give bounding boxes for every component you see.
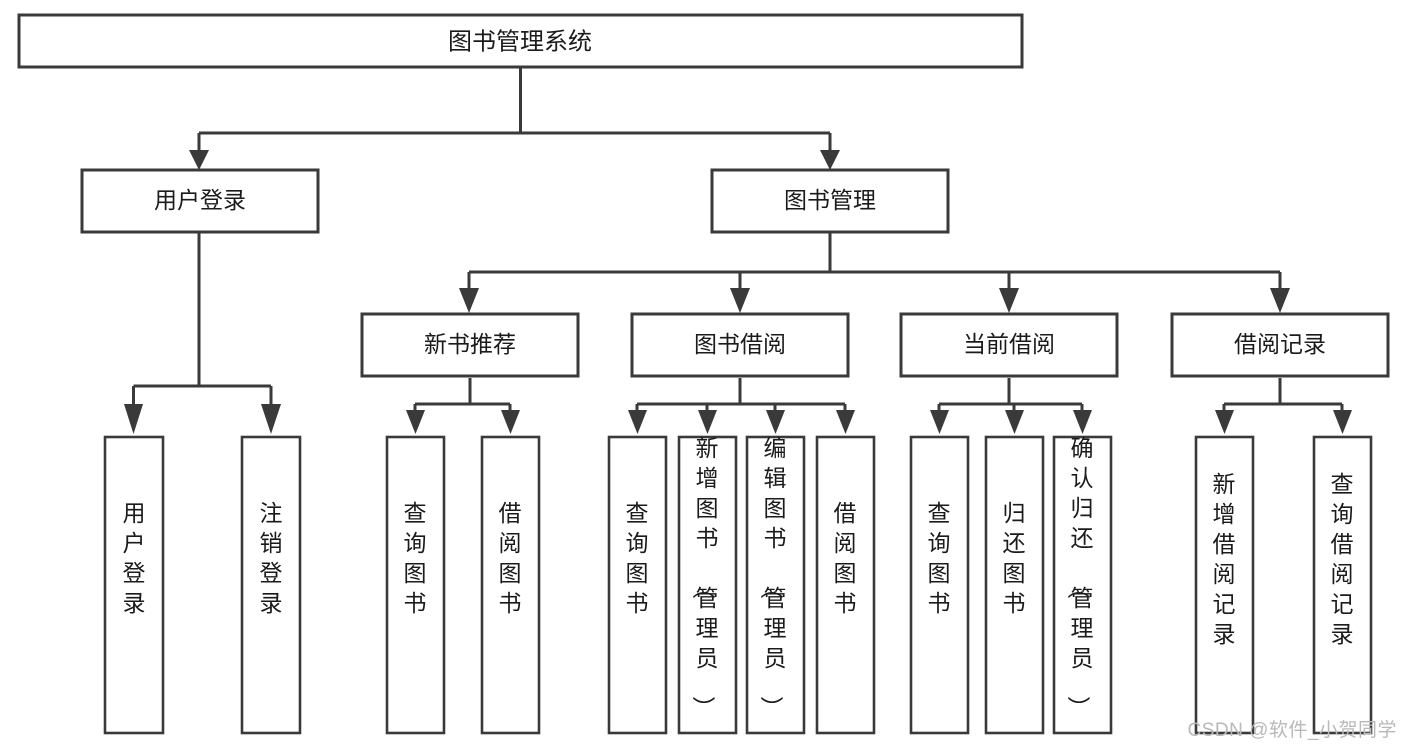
leaf-query-book-1-box[interactable] (385, 435, 446, 735)
node-leaf-add-book[interactable]: 新增图书（管理员） (677, 435, 738, 735)
leaf-query-borrow-record-label: 查询借阅记录 (1331, 471, 1354, 647)
borrow-record-label: 借阅记录 (1234, 331, 1326, 357)
arrow-icon-to-borrow-record (1270, 288, 1290, 313)
arrow-icon-to-book-borrow (730, 288, 750, 313)
root-box[interactable] (17, 13, 1024, 69)
arrow-icon-leaf-edit-book (766, 410, 785, 434)
node-leaf-edit-book[interactable]: 编辑图书（管理员） (745, 435, 806, 735)
borrow-record-box[interactable] (1170, 312, 1390, 378)
arrow-icon-leaf-borrow-book-1 (501, 410, 520, 434)
leaf-query-book-3-box[interactable] (909, 435, 970, 735)
node-leaf-query-book-2[interactable]: 查询图书 (607, 435, 668, 735)
leaf-add-book-box[interactable] (677, 435, 738, 735)
arrow-icon-leaf-logout-login (261, 404, 281, 434)
book-borrow-box[interactable] (630, 312, 850, 378)
leaf-return-book-box[interactable] (984, 435, 1045, 735)
leaf-add-book-label: 新增图书（管理员） (691, 435, 719, 719)
arrow-icon-to-user-login (189, 150, 209, 170)
node-borrow-record[interactable]: 借阅记录 (1170, 312, 1390, 378)
arrow-icon-leaf-user-login (124, 404, 143, 434)
arrow-icon-leaf-query-book-1 (406, 410, 425, 434)
arrow-icon-leaf-query-borrow-record (1333, 410, 1352, 434)
leaf-query-borrow-record-box[interactable] (1312, 435, 1373, 735)
node-leaf-user-login[interactable]: 用户登录 (103, 435, 165, 735)
leaf-confirm-return-label: 确认归还（管理员） (1066, 435, 1094, 719)
arrow-icon-leaf-borrow-book-2 (836, 410, 855, 434)
leaf-edit-book-label: 编辑图书（管理员） (759, 435, 787, 719)
leaf-query-book-2-label: 查询图书 (626, 500, 649, 616)
arrow-icon-leaf-add-book (698, 410, 717, 434)
node-new-book-recommend[interactable]: 新书推荐 (360, 312, 580, 378)
arrow-icon-leaf-return-book (1005, 410, 1024, 434)
node-leaf-query-borrow-record[interactable]: 查询借阅记录 (1312, 435, 1373, 735)
current-borrow-label: 当前借阅 (963, 331, 1055, 357)
node-leaf-query-book-1[interactable]: 查询图书 (385, 435, 446, 735)
leaf-query-book-3-label: 查询图书 (928, 500, 951, 616)
node-leaf-borrow-book-1[interactable]: 借阅图书 (480, 435, 541, 735)
arrow-icon-to-new-book-recommend (459, 288, 479, 313)
user-login-box[interactable] (80, 168, 320, 234)
arrow-icon-leaf-query-book-2 (628, 410, 647, 434)
node-leaf-logout-login[interactable]: 注销登录 (240, 435, 302, 735)
new-book-recommend-label: 新书推荐 (424, 331, 516, 357)
leaf-borrow-book-2-box[interactable] (815, 435, 876, 735)
leaf-borrow-book-2-label: 借阅图书 (834, 500, 857, 616)
arrow-icon-to-current-borrow (999, 288, 1019, 313)
node-current-borrow[interactable]: 当前借阅 (899, 312, 1119, 378)
connector-layer (124, 68, 1352, 434)
node-user-login[interactable]: 用户登录 (80, 168, 320, 234)
leaf-return-book-label: 归还图书 (1003, 500, 1026, 616)
leaf-confirm-return-box[interactable] (1052, 435, 1113, 735)
leaf-borrow-book-1-box[interactable] (480, 435, 541, 735)
book-management-box[interactable] (710, 168, 950, 234)
arrow-icon-leaf-add-borrow-record (1215, 410, 1234, 434)
node-leaf-query-book-3[interactable]: 查询图书 (909, 435, 970, 735)
node-book-management[interactable]: 图书管理 (710, 168, 950, 234)
root-label: 图书管理系统 (448, 28, 592, 55)
leaf-logout-login-box[interactable] (240, 435, 302, 735)
node-leaf-confirm-return[interactable]: 确认归还（管理员） (1052, 435, 1113, 735)
leaf-query-book-2-box[interactable] (607, 435, 668, 735)
leaf-add-borrow-record-label: 新增借阅记录 (1213, 471, 1236, 647)
user-login-label: 用户登录 (154, 187, 246, 213)
node-leaf-borrow-book-2[interactable]: 借阅图书 (815, 435, 876, 735)
arrow-icon-leaf-query-book-3 (930, 410, 949, 434)
leaf-user-login-label: 用户登录 (123, 500, 146, 616)
leaf-logout-login-label: 注销登录 (260, 500, 283, 616)
leaf-add-borrow-record-box[interactable] (1194, 435, 1255, 735)
leaf-user-login-box[interactable] (103, 435, 165, 735)
arrow-icon-leaf-confirm-return (1073, 410, 1092, 434)
book-management-label: 图书管理 (784, 187, 876, 213)
current-borrow-box[interactable] (899, 312, 1119, 378)
book-borrow-label: 图书借阅 (694, 331, 786, 357)
node-root[interactable]: 图书管理系统 (17, 13, 1024, 69)
node-leaf-return-book[interactable]: 归还图书 (984, 435, 1045, 735)
leaf-query-book-1-label: 查询图书 (404, 500, 427, 616)
new-book-recommend-box[interactable] (360, 312, 580, 378)
leaf-borrow-book-1-label: 借阅图书 (499, 500, 522, 616)
leaf-edit-book-box[interactable] (745, 435, 806, 735)
node-leaf-add-borrow-record[interactable]: 新增借阅记录 (1194, 435, 1255, 735)
node-book-borrow[interactable]: 图书借阅 (630, 312, 850, 378)
arrow-icon-to-book-management (820, 150, 840, 170)
leaf-layer: 用户登录 注销登录 查询图书 借阅图书 查询图书 新增图书（管理员） 编辑图书（… (103, 435, 1373, 735)
